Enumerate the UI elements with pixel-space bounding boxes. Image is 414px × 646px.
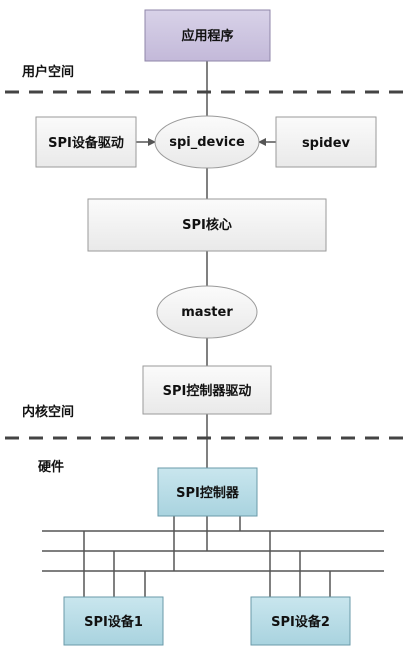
node-spi-controller-box [157, 467, 258, 517]
node-app: 应用程序 [144, 9, 271, 62]
zone-separators [5, 90, 410, 440]
spi-bus [42, 516, 384, 597]
zone-label-user-space: 用户空间 [21, 64, 74, 80]
node-app-label: 应用程序 [181, 28, 233, 44]
node-spidev-box [275, 116, 377, 168]
node-app-box [144, 9, 271, 62]
node-spidev-label: spidev [302, 136, 351, 151]
node-spi-controller-driver: SPI控制器驱动 [142, 365, 272, 415]
node-spi-core-box [87, 198, 327, 252]
node-spi-controller-label: SPI控制器 [176, 485, 240, 501]
node-spi-device-driver: SPI设备驱动 [35, 116, 137, 168]
connectors [136, 61, 276, 468]
node-spidev: spidev [275, 116, 377, 168]
node-master: master [156, 285, 258, 339]
node-spi-device: spi_device [154, 115, 260, 169]
node-spi-controller-driver-box [142, 365, 272, 415]
node-spi-controller-driver-label: SPI控制器驱动 [163, 383, 252, 399]
node-spi-device-driver-label: SPI设备驱动 [48, 135, 124, 151]
node-spi-device-1: SPI设备1 [63, 596, 164, 646]
node-spi-device-2: SPI设备2 [250, 596, 351, 646]
zone-label-hardware: 硬件 [38, 459, 64, 475]
node-spi-device-ellipse [154, 115, 260, 169]
zone-label-kernel-space: 内核空间 [22, 404, 74, 420]
node-master-ellipse [156, 285, 258, 339]
node-spi-core-label: SPI核心 [182, 217, 232, 233]
node-spi-device-driver-box [35, 116, 137, 168]
node-spi-device-label: spi_device [169, 135, 245, 150]
node-spi-device-1-label: SPI设备1 [84, 614, 143, 630]
node-spi-controller: SPI控制器 [157, 467, 258, 517]
node-spi-device-1-box [63, 596, 164, 646]
node-spi-device-2-box [250, 596, 351, 646]
node-master-label: master [181, 305, 233, 320]
node-spi-core: SPI核心 [87, 198, 327, 252]
node-spi-device-2-label: SPI设备2 [271, 614, 330, 630]
